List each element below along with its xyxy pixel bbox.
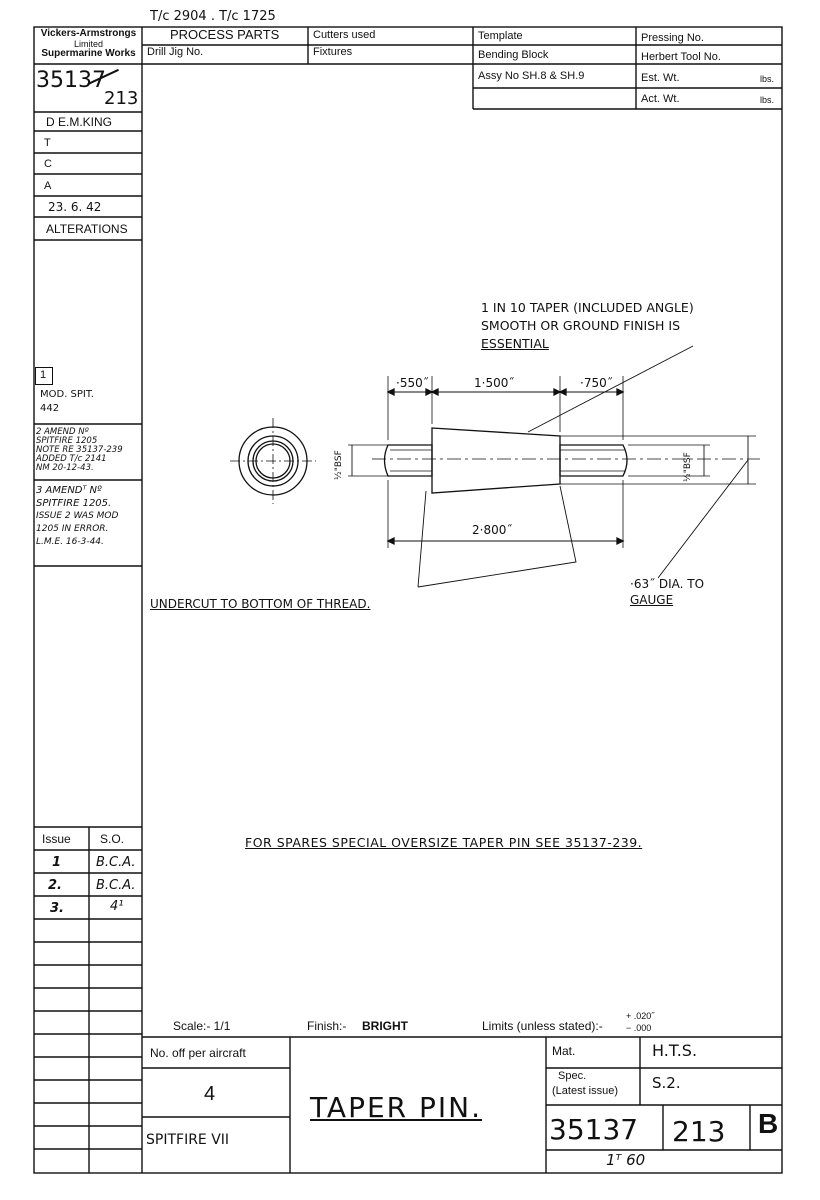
dim-1500: 1·500˝ — [474, 376, 515, 390]
alt3-line3: ISSUE 2 WAS MOD — [36, 511, 119, 521]
tolerance-minus: − .000 — [626, 1023, 652, 1033]
template-label: Template — [478, 30, 523, 42]
bending-block-label: Bending Block — [478, 49, 549, 61]
material-label: Mat. — [552, 1044, 576, 1058]
left-drawing-number: 35137 — [36, 68, 106, 93]
dim-750: ·750˝ — [580, 376, 613, 390]
company-block: Vickers-Armstrongs Limited Supermarine W… — [35, 29, 142, 59]
taper-body — [431, 427, 561, 494]
act-wt-label: Act. Wt. — [641, 93, 680, 105]
dia-note-line1: ·63˝ DIA. TO — [630, 577, 705, 591]
scale-label: Scale:- 1/1 — [173, 1019, 231, 1033]
alterations-label: ALTERATIONS — [46, 222, 128, 236]
part-drawing — [230, 345, 760, 588]
tracer-label: T — [44, 137, 51, 149]
issue-row-2: 2. — [48, 878, 62, 893]
drawing-date: 23. 6. 42 — [48, 200, 102, 214]
alt3-line2: SPITFIRE 1205. — [36, 498, 112, 509]
material-value: H.T.S. — [652, 1041, 698, 1060]
company-line2: Limited — [73, 39, 103, 49]
alt2-line5: NM 20-12-43. — [36, 463, 94, 473]
alt3-line1: 3 AMENDᵀ Nº — [36, 485, 102, 496]
fixtures-label: Fixtures — [313, 46, 353, 58]
spec-label: Spec. — [558, 1070, 587, 1082]
taper-note-line3: ESSENTIAL — [481, 336, 549, 351]
checker-label: C — [44, 158, 52, 170]
finish-value: BRIGHT — [362, 1019, 408, 1033]
company-line1: Vickers-Armstrongs — [40, 28, 137, 39]
alt2-note: 2 AMEND Nº SPITFIRE 1205 NOTE RE 35137-2… — [36, 428, 123, 473]
thread-left-label: ½"BSF — [334, 450, 344, 480]
taper-note-line2: SMOOTH OR GROUND FINISH IS — [481, 318, 681, 333]
footer-drawing-number: 35137 — [549, 1113, 639, 1146]
aircraft-name: SPITFIRE VII — [146, 1132, 230, 1148]
so-row-3: 4¹ — [110, 899, 124, 914]
footer-drawing-sub: 213 — [672, 1115, 726, 1148]
sheet-note: 1ᵀ 60 — [606, 1151, 646, 1169]
drill-jig-label: Drill Jig No. — [147, 46, 204, 58]
spec-label-latest: (Latest issue) — [552, 1085, 619, 1097]
alt2-line3: NOTE RE 35137-239 — [36, 445, 123, 455]
alt1-box — [35, 367, 53, 385]
spec-value: S.2. — [652, 1074, 681, 1092]
alt1-number: 1 — [40, 369, 47, 381]
pressing-no-label: Pressing No. — [641, 32, 704, 44]
thread-right-label: ½"BSF — [683, 452, 693, 482]
left-drawing-sub: 213 — [104, 88, 139, 109]
alt1-text2: 442 — [40, 403, 60, 414]
spares-note: FOR SPARES SPECIAL OVERSIZE TAPER PIN SE… — [245, 835, 643, 850]
undercut-note: UNDERCUT TO BOTTOM OF THREAD. — [150, 597, 371, 611]
alt2-line4: ADDED T/c 2141 — [36, 454, 107, 464]
so-column-header: S.O. — [100, 832, 125, 846]
drawing-title: TAPER PIN. — [310, 1091, 483, 1124]
alt1-text1: MOD. SPIT. — [40, 389, 94, 400]
taper-note-line1: 1 IN 10 TAPER (INCLUDED ANGLE) — [481, 300, 694, 315]
so-row-1: B.C.A. — [96, 855, 136, 870]
top-note: T/c 2904 . T/c 1725 — [150, 9, 276, 24]
alt3-line5: L.M.E. 16-3-44. — [36, 537, 104, 547]
dim-550: ·550˝ — [396, 376, 429, 390]
no-off-label: No. off per aircraft — [150, 1046, 246, 1060]
dim-2800: 2·800˝ — [472, 523, 513, 537]
finish-label: Finish:- — [307, 1019, 347, 1033]
issue-letter: B — [758, 1108, 779, 1139]
limits-label: Limits (unless stated):- — [482, 1019, 603, 1033]
issue-row-1: 1 — [52, 855, 62, 870]
herbert-tool-label: Herbert Tool No. — [641, 51, 721, 63]
lbs-label-2: lbs. — [760, 95, 775, 105]
issue-column-header: Issue — [42, 832, 71, 846]
process-parts-label: PROCESS PARTS — [170, 27, 280, 42]
drawn-by: D E.M.KING — [46, 115, 113, 129]
sheet-border — [33, 26, 783, 1174]
cutters-used-label: Cutters used — [313, 29, 376, 41]
alt3-note: 3 AMENDᵀ Nº SPITFIRE 1205. ISSUE 2 WAS M… — [36, 484, 118, 549]
approver-label: A — [44, 180, 52, 192]
alt2-line2: SPITFIRE 1205 — [36, 436, 98, 446]
company-line3: Supermarine Works — [41, 48, 136, 59]
est-wt-label: Est. Wt. — [641, 72, 680, 84]
alt3-line4: 1205 IN ERROR. — [36, 524, 109, 534]
lbs-label-1: lbs. — [760, 74, 775, 84]
so-row-2: B.C.A. — [96, 878, 136, 893]
tolerance-plus: + .020˝ — [626, 1011, 655, 1021]
assy-no-label: Assy No SH.8 & SH.9 — [478, 70, 585, 82]
issue-row-3: 3. — [50, 901, 64, 916]
dia-note-line2: GAUGE — [630, 593, 674, 607]
alt2-line1: 2 AMEND Nº — [36, 427, 89, 437]
no-off-value: 4 — [204, 1083, 216, 1105]
